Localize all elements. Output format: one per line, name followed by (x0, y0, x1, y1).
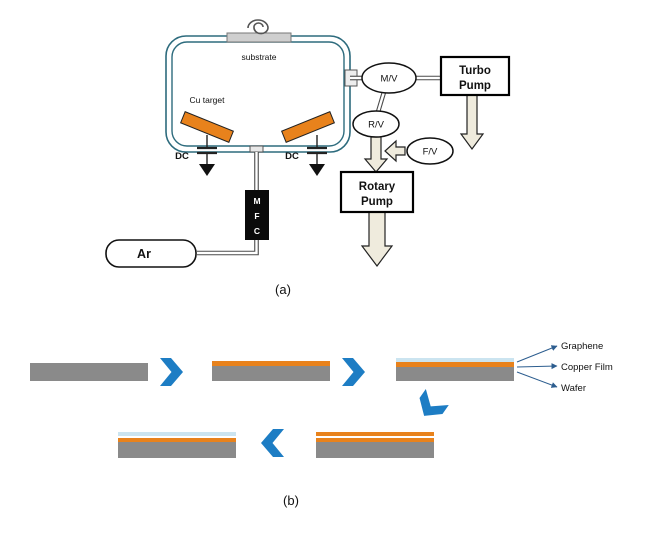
chevron-left-shape (261, 429, 284, 457)
flow-arrow-fv-to-rotary (384, 139, 406, 163)
graphene-layer (396, 358, 514, 362)
graphene-label: Graphene (561, 341, 603, 352)
chevron-right-2 (342, 358, 365, 386)
panel-a-caption: (a) (275, 282, 291, 297)
copper-film-layer (316, 432, 434, 436)
gap-layer (118, 436, 236, 438)
annotation-line-graphene (516, 345, 558, 363)
chevron-left (261, 429, 284, 457)
process-step-2-copper-on-wafer (212, 361, 330, 381)
flow-arrow-turbo-to-fv (459, 94, 485, 151)
mfc-letter-c: C (254, 226, 260, 236)
valve-mv (361, 62, 417, 94)
wafer-layer (30, 363, 148, 381)
substrate-holder (226, 32, 292, 43)
panel-b-caption: (b) (283, 493, 299, 508)
valve-fv (406, 137, 454, 165)
turbo-pump-box (439, 55, 511, 97)
chevron-right-2-shape (342, 358, 365, 386)
flow-arrow-rv-to-rotary (363, 136, 389, 173)
chevron-right-1-shape (160, 358, 183, 386)
process-step-3-graphene-copper-wafer (396, 358, 514, 381)
annotation-line-copper (516, 363, 558, 370)
copper-film-layer (316, 438, 434, 442)
dc-arrow-right (309, 164, 325, 176)
dc-arrow-left (199, 164, 215, 176)
chevron-turn-down (419, 388, 449, 416)
rotation-coil-icon (247, 19, 269, 35)
chevron-turn-down-shape (419, 388, 449, 416)
rotary-pump-label-line2: Pump (361, 196, 393, 208)
wafer-layer (212, 366, 330, 381)
exhaust-arrow (360, 211, 394, 267)
copper-film-layer (118, 438, 236, 442)
copper-film-layer (396, 362, 514, 367)
dc-left-label: DC (175, 151, 189, 162)
substrate-label: substrate (242, 52, 277, 62)
wafer-label: Wafer (561, 383, 586, 394)
process-step-1-wafer (30, 363, 148, 381)
turbo-pump-label-line1: Turbo (459, 65, 491, 77)
process-step-5-graphene-film-stack (118, 432, 236, 458)
dc-right-label: DC (285, 151, 299, 162)
cu-target-right (280, 111, 336, 143)
turbo-pump-label-line2: Pump (459, 80, 491, 92)
valve-fv-label: F/V (423, 147, 438, 158)
chamber-bottom-port (249, 145, 264, 153)
process-step-4-double-film-stack (316, 432, 434, 458)
annotation-line-wafer (516, 371, 558, 388)
cu-target-left (179, 111, 235, 143)
pipe-mv-to-rv-inner (376, 91, 386, 113)
valve-rv (352, 110, 400, 138)
pipe-mfc-to-ar-inner (197, 240, 258, 255)
rotary-pump-label-line1: Rotary (359, 181, 396, 193)
wafer-layer (396, 367, 514, 381)
cu-target-label: Cu target (190, 95, 226, 105)
mfc-box (245, 190, 269, 240)
mfc-letter-m: M (253, 196, 260, 206)
valve-mv-label: M/V (381, 74, 399, 85)
ar-label: Ar (137, 247, 151, 261)
graphene-layer (118, 432, 236, 436)
gap-layer (316, 436, 434, 438)
wafer-layer (118, 442, 236, 458)
mfc-letter-f: F (254, 211, 259, 221)
wafer-layer (316, 442, 434, 458)
pipe-mfc-to-ar (197, 240, 259, 256)
ar-gas-bottle (105, 239, 197, 268)
rotary-pump-box (339, 170, 415, 214)
copper-film-label: Copper Film (561, 362, 613, 373)
copper-film-layer (212, 361, 330, 366)
valve-rv-label: R/V (368, 120, 385, 131)
chevron-right-1 (160, 358, 183, 386)
